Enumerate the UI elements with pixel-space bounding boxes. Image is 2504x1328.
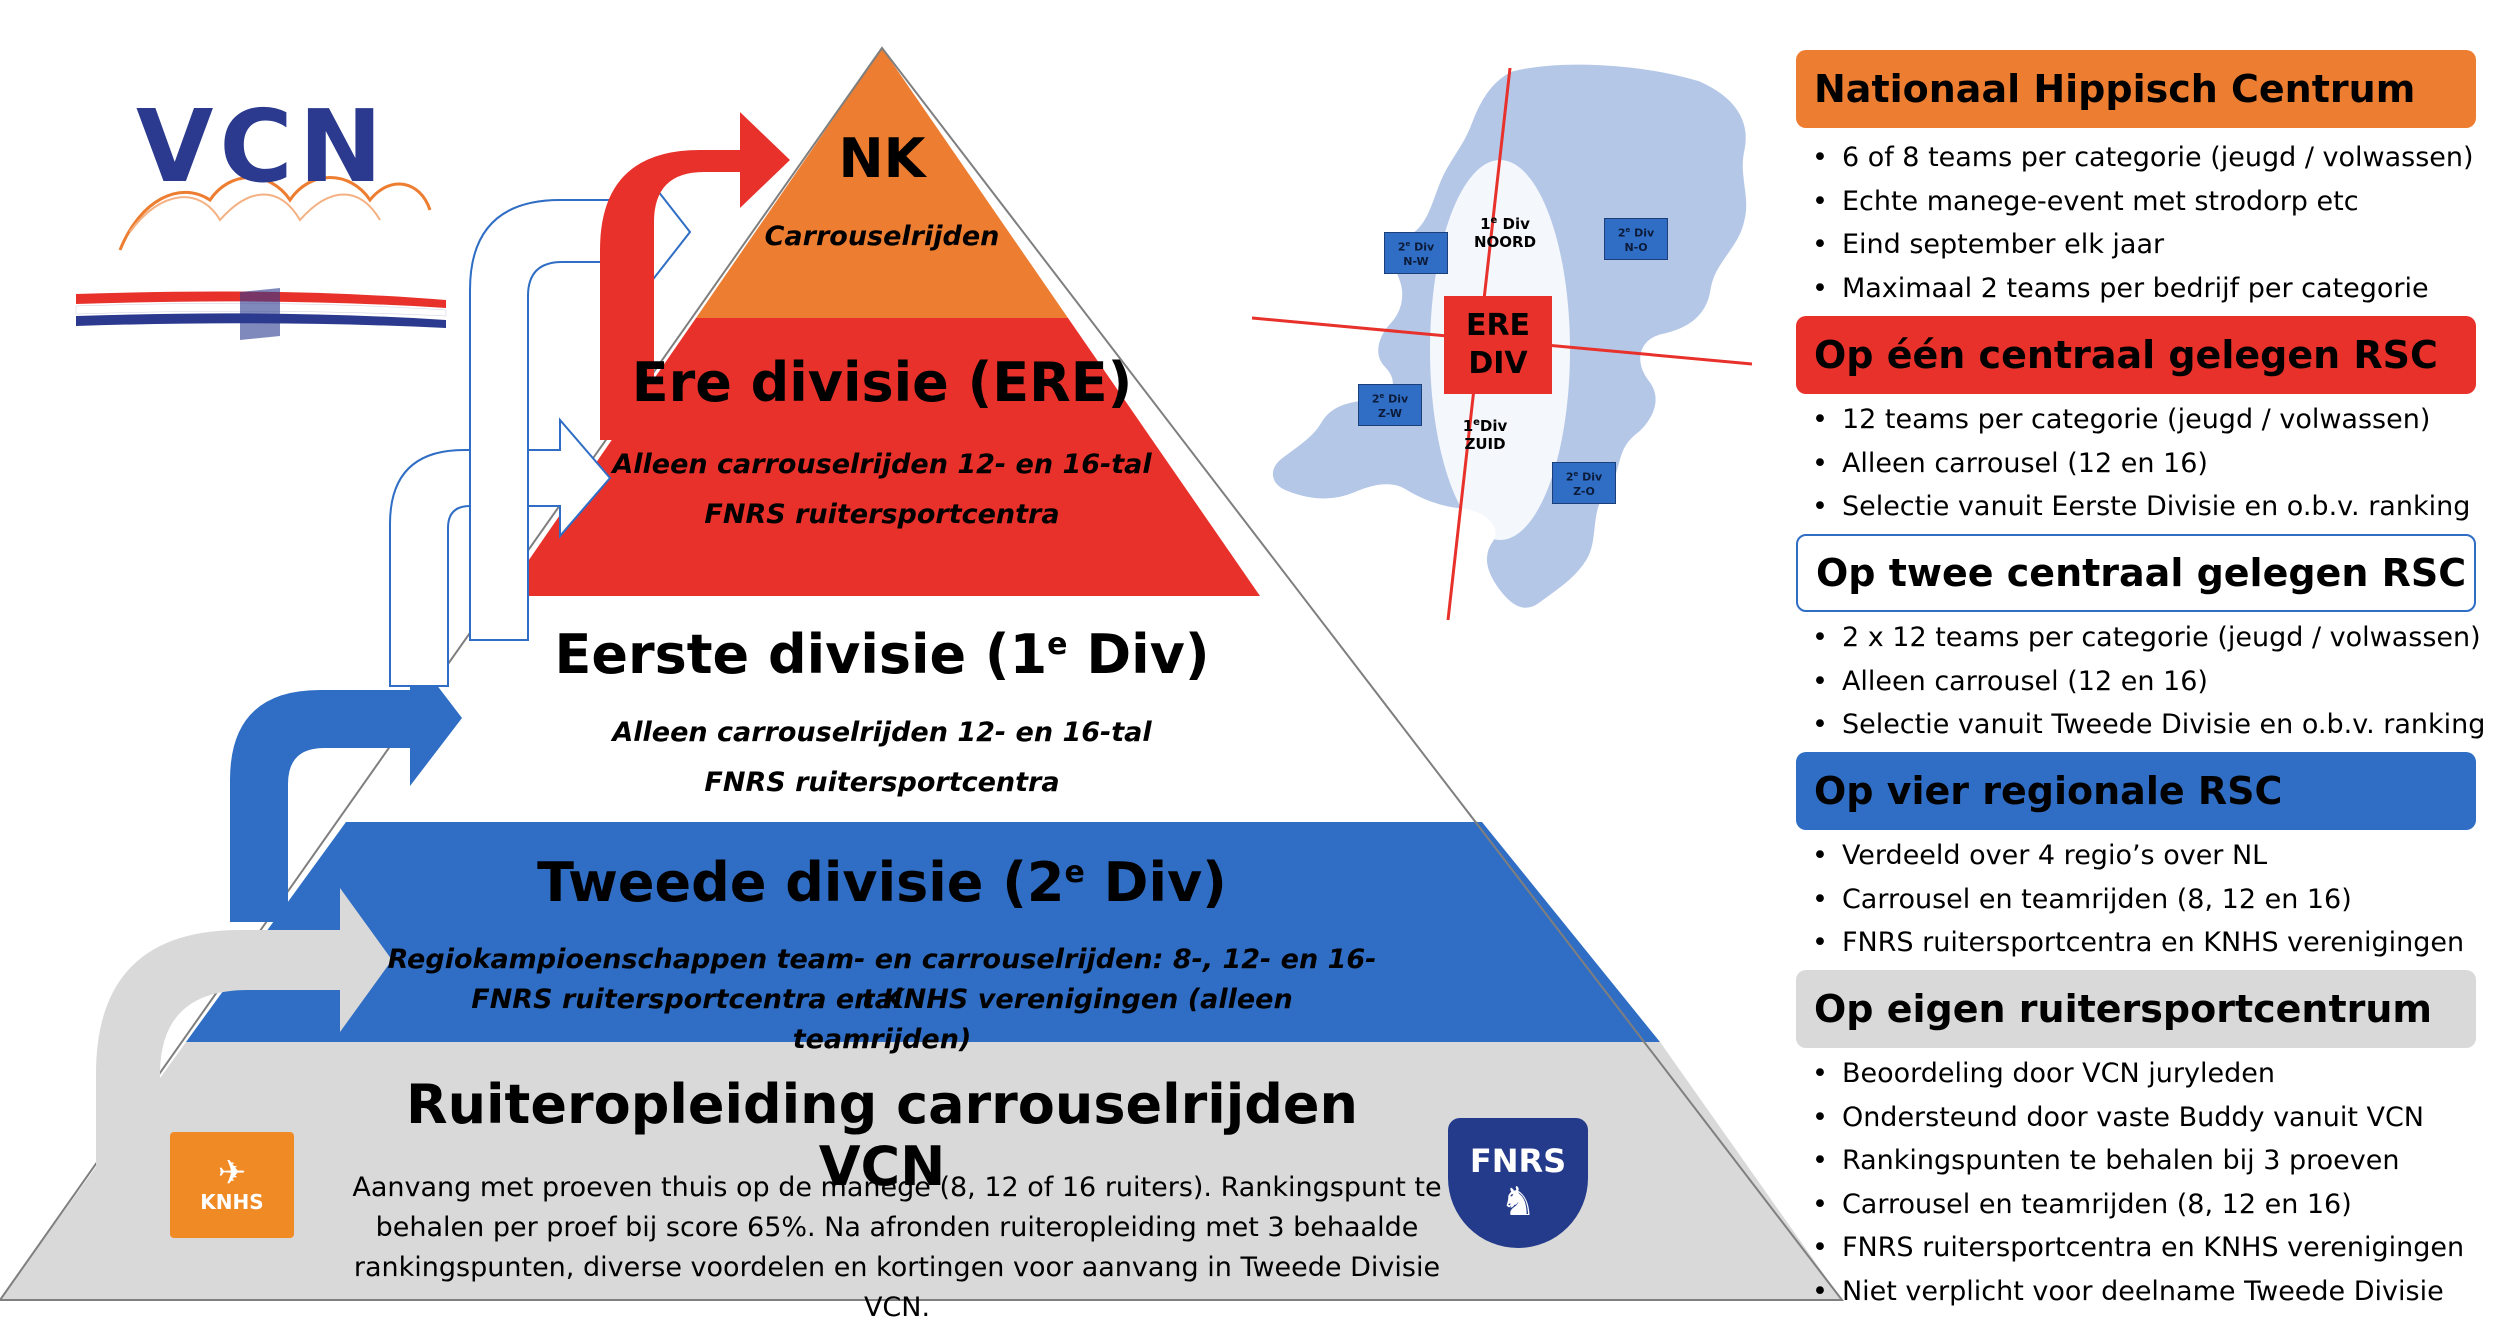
tier-tweede-subtitle-1: Regiokampioenschappen team- en carrousel…: [387, 944, 1377, 1015]
info-list-eigen-ruitersportcentrum: Beoordeling door VCN juryleden Ondersteu…: [1812, 1052, 2464, 1313]
map-label-1e-div-zuid: 1eDiv ZUID: [1440, 414, 1530, 453]
tier-eerste-title: Eerste divisie (1e Div): [482, 623, 1282, 686]
vcn-logo-horse-lines: [118, 176, 432, 251]
tier-ruiteropleiding-title: Ruiteropleiding carrouselrijden VCN: [406, 1073, 1358, 1199]
fnrs-logo: FNRS ♞: [1448, 1118, 1588, 1248]
info-box-vier-regionale-rsc: Op vier regionale RSC: [1796, 752, 2476, 830]
info-item: Echte manege-event met strodorp etc: [1812, 180, 2474, 224]
info-list-een-centraal-rsc: 12 teams per categorie (jeugd / volwasse…: [1812, 398, 2470, 529]
knhs-logo-text: KNHS: [200, 1190, 264, 1214]
map-label-noord-main: 1: [1480, 215, 1491, 233]
info-item: Eind september elk jaar: [1812, 223, 2474, 267]
info-item: 12 teams per categorie (jeugd / volwasse…: [1812, 398, 2470, 442]
info-item: Niet verplicht voor deelname Tweede Divi…: [1812, 1270, 2464, 1314]
info-item: Ondersteund door vaste Buddy vanuit VCN: [1812, 1096, 2464, 1140]
map-box-2e-div-zo: 2e Div Z-O: [1552, 462, 1616, 504]
tier-ere-subtitle-1: Alleen carrouselrijden 12- en 16-tal: [612, 449, 1152, 480]
vcn-logo-flag-wave: [240, 288, 280, 340]
tier-nk-title: NK: [838, 127, 926, 190]
map-ere-line2: DIV: [1468, 346, 1528, 381]
tier-tweede-title: Tweede divisie (2e Div): [482, 851, 1282, 914]
map-label-noord-sup: e: [1490, 215, 1498, 226]
tier-nk-subtitle: Carrouselrijden: [764, 221, 1000, 252]
knhs-logo: ✈ KNHS: [170, 1132, 294, 1238]
info-box-eigen-ruitersportcentrum: Op eigen ruitersportcentrum: [1796, 970, 2476, 1048]
info-list-nationaal-hippisch-centrum: 6 of 8 teams per categorie (jeugd / volw…: [1812, 136, 2474, 310]
arrow-blue: [230, 650, 462, 922]
vcn-logo: VCN: [136, 88, 389, 205]
arrow-grey: [96, 888, 392, 1222]
tier-eerste-subtitle-2: FNRS ruitersportcentra: [704, 767, 1060, 798]
map-box-no-line1: 2e Div: [1617, 226, 1655, 240]
map-box-nw-line1: 2e Div: [1397, 240, 1435, 254]
map-box-2e-div-nw: 2e Div N-W: [1384, 232, 1448, 274]
info-item: Carrousel en teamrijden (8, 12 en 16): [1812, 1183, 2464, 1227]
tier-ruiteropleiding-body: Aanvang met proeven thuis op de manege (…: [352, 1172, 1442, 1323]
tier-ere-subtitle-2: FNRS ruitersportcentra: [704, 499, 1060, 530]
map-box-nw-line2: N-W: [1403, 254, 1429, 268]
pyramid-tier-ruiteropleiding: [0, 1042, 1842, 1300]
info-box-nationaal-hippisch-centrum: Nationaal Hippisch Centrum: [1796, 50, 2476, 128]
tier-tweede-subtitle-2: FNRS ruitersportcentra en KNHS verenigin…: [471, 984, 1293, 1055]
pyramid-tier-ere: [504, 318, 1260, 596]
info-item: 2 x 12 teams per categorie (jeugd / volw…: [1812, 616, 2485, 660]
map-box-zo-line1: 2e Div: [1565, 470, 1603, 484]
map-box-2e-div-zw: 2e Div Z-W: [1358, 384, 1422, 426]
map-box-zw-line2: Z-W: [1378, 406, 1402, 420]
info-item: Rankingspunten te behalen bij 3 proeven: [1812, 1139, 2464, 1183]
map-label-noord-line2: NOORD: [1473, 233, 1537, 251]
info-list-vier-regionale-rsc: Verdeeld over 4 regio’s over NL Carrouse…: [1812, 834, 2464, 965]
info-item: Maximaal 2 teams per bedrijf per categor…: [1812, 267, 2474, 311]
tier-eerste-title-main: Eerste divisie (1: [554, 623, 1048, 686]
map-label-zuid-rest: Div: [1479, 417, 1508, 435]
info-list-twee-centraal-rsc: 2 x 12 teams per categorie (jeugd / volw…: [1812, 616, 2485, 747]
pyramid-tier-eerste: [346, 596, 1482, 822]
info-item: FNRS ruitersportcentra en KNHS verenigin…: [1812, 1226, 2464, 1270]
arrow-red: [600, 112, 790, 440]
map-box-2e-div-no: 2e Div N-O: [1604, 218, 1668, 260]
info-item: Alleen carrousel (12 en 16): [1812, 660, 2485, 704]
tier-tweede-title-sup: e: [1064, 855, 1085, 890]
tier-tweede-title-main: Tweede divisie (2: [537, 851, 1065, 914]
map-label-zuid-sup: e: [1473, 417, 1480, 428]
fnrs-logo-text: FNRS: [1469, 1142, 1567, 1180]
info-item: Carrousel en teamrijden (8, 12 en 16): [1812, 878, 2464, 922]
map-label-zuid-line2: ZUID: [1464, 435, 1506, 453]
info-box-twee-centraal-rsc: Op twee centraal gelegen RSC: [1796, 534, 2476, 612]
info-item: Alleen carrousel (12 en 16): [1812, 442, 2470, 486]
info-item: Verdeeld over 4 regio’s over NL: [1812, 834, 2464, 878]
map-box-no-line2: N-O: [1624, 240, 1648, 254]
map-ere-line1: ERE: [1465, 308, 1531, 343]
map-label-zuid-main: 1: [1462, 417, 1474, 435]
info-item: 6 of 8 teams per categorie (jeugd / volw…: [1812, 136, 2474, 180]
info-item: Beoordeling door VCN juryleden: [1812, 1052, 2464, 1096]
arrow-white-lower: [389, 417, 612, 687]
tier-eerste-title-sup: e: [1047, 627, 1068, 662]
info-item: Selectie vanuit Tweede Divisie en o.b.v.…: [1812, 703, 2485, 747]
map-label-noord-rest: Div: [1497, 215, 1530, 233]
info-item: FNRS ruitersportcentra en KNHS verenigin…: [1812, 921, 2464, 965]
map-ere-div-box: ERE DIV: [1444, 296, 1552, 394]
tier-ere-title: Ere divisie (ERE): [631, 351, 1133, 414]
map-box-zo-line2: Z-O: [1573, 484, 1595, 498]
tier-eerste-subtitle-1: Alleen carrouselrijden 12- en 16-tal: [612, 717, 1152, 748]
pyramid-tier-nk: [696, 48, 1068, 318]
vcn-logo-horse-lines-2: [129, 193, 381, 233]
fnrs-rider-icon: ♞: [1500, 1179, 1536, 1225]
map-label-1e-div-noord: 1e Div NOORD: [1460, 212, 1550, 251]
info-item: Selectie vanuit Eerste Divisie en o.b.v.…: [1812, 485, 2470, 529]
tier-eerste-title-end: Div): [1067, 623, 1210, 686]
tier-tweede-title-end: Div): [1084, 851, 1227, 914]
map-box-zw-line1: 2e Div: [1371, 392, 1409, 406]
info-box-een-centraal-rsc: Op één centraal gelegen RSC: [1796, 316, 2476, 394]
knhs-horse-icon: ✈: [217, 1153, 247, 1193]
pyramid-tier-tweede: [186, 822, 1660, 1042]
